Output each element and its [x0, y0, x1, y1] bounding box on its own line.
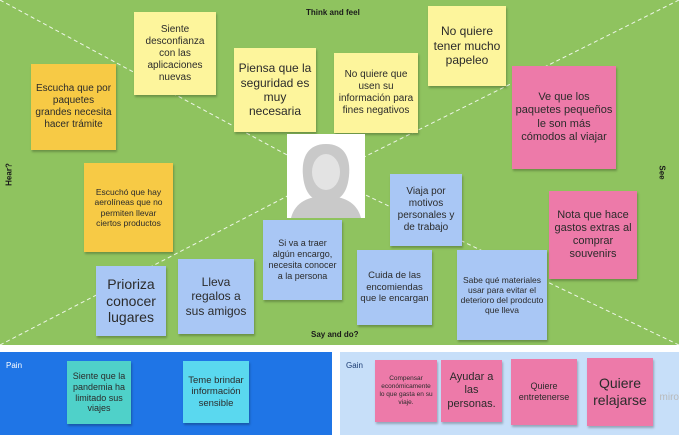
sticky-note-lleva-regalos[interactable]: Lleva regalos a sus amigos [178, 259, 254, 334]
label-see: See [657, 165, 667, 180]
miro-watermark: miro [659, 392, 679, 403]
sticky-note-gain-entretenerse[interactable]: Quiere entretenerse [511, 359, 577, 425]
sticky-note-paquetes-pequenos[interactable]: Ve que los paquetes pequeños le son más … [512, 66, 616, 169]
persona-avatar [287, 134, 365, 218]
sticky-note-escucho-aerolineas[interactable]: Escuchó que hay aerolíneas que no permit… [84, 163, 173, 252]
pain-title: Pain [6, 361, 23, 370]
sticky-note-gain-compensar[interactable]: Compensar económicamente lo que gasta en… [375, 360, 437, 422]
label-think-and-feel: Think and feel [306, 8, 360, 17]
sticky-note-nota-gastos[interactable]: Nota que hace gastos extras al comprar s… [549, 191, 637, 279]
user-silhouette-icon [287, 134, 365, 218]
sticky-note-pain-teme-informacion[interactable]: Teme brindar información sensible [183, 361, 249, 423]
sticky-note-gain-relajarse[interactable]: Quiere relajarse [587, 358, 653, 426]
sticky-note-no-quiere-informacion[interactable]: No quiere que usen su información para f… [334, 53, 418, 133]
sticky-note-escucha-paquetes[interactable]: Escucha que por paquetes grandes necesit… [31, 64, 116, 150]
gain-title: Gain [346, 361, 363, 370]
sticky-note-gain-ayudar[interactable]: Ayudar a las personas. [441, 360, 502, 422]
sticky-note-cuida-encomiendas[interactable]: Cuida de las encomiendas que le encargan [357, 250, 432, 325]
label-hear: Hear? [4, 163, 14, 186]
sticky-note-sabe-materiales[interactable]: Sabe qué materiales usar para evitar el … [457, 250, 547, 340]
sticky-note-viaja-motivos[interactable]: Viaja por motivos personales y de trabaj… [390, 174, 462, 246]
sticky-note-no-quiere-papeleo[interactable]: No quiere tener mucho papeleo [428, 6, 506, 86]
sticky-note-si-va-traer-encargo[interactable]: Si va a traer algún encargo, necesita co… [263, 220, 342, 300]
label-say-and-do: Say and do? [311, 330, 359, 339]
sticky-note-siente-desconfianza[interactable]: Siente desconfianza con las aplicaciones… [134, 12, 216, 95]
empathy-map-board: Think and feel Say and do? Hear? See Sie… [0, 0, 679, 345]
gain-panel: Gain Compensar económicamente lo que gas… [340, 352, 679, 435]
sticky-note-piensa-seguridad[interactable]: Piensa que la seguridad es muy necesaria [234, 48, 316, 132]
pain-panel: Pain Siente que la pandemia ha limitado … [0, 352, 332, 435]
sticky-note-prioriza[interactable]: Prioriza conocer lugares [96, 266, 166, 336]
sticky-note-pain-pandemia[interactable]: Siente que la pandemia ha limitado sus v… [67, 361, 131, 424]
